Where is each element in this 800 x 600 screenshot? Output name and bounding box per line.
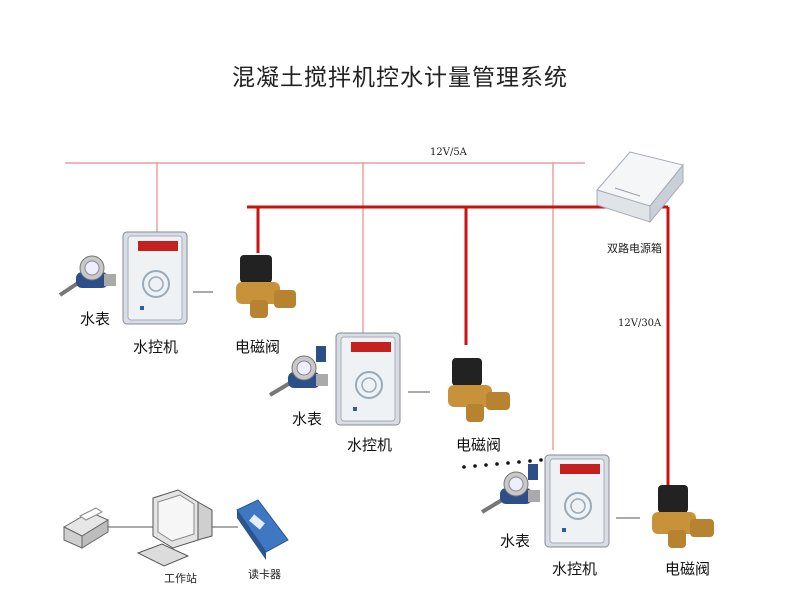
- water-meter-label-2: 水表: [292, 410, 323, 428]
- card-reader-label: 读卡器: [248, 568, 281, 581]
- controller-2: [335, 332, 401, 426]
- water-meter-label-1: 水表: [80, 310, 111, 328]
- workstation-label: 工作站: [164, 572, 197, 585]
- workstation: [62, 489, 213, 567]
- controller-label-3: 水控机: [552, 560, 598, 578]
- vertical-bus-voltage-label: 12V/30A: [618, 318, 662, 329]
- continuation-dots: [462, 458, 543, 469]
- water-meter-label-3: 水表: [500, 532, 531, 550]
- controller-label-1: 水控机: [133, 338, 179, 356]
- valve-label-1: 电磁阀: [235, 338, 281, 356]
- valve-label-3: 电磁阀: [665, 560, 711, 578]
- page-title: 混凝土搅拌机控水计量管理系统: [232, 65, 568, 91]
- water-meter-1: [58, 255, 116, 297]
- controller-label-2: 水控机: [347, 436, 393, 454]
- signal-connectors: [90, 291, 640, 528]
- solenoid-valve-2: [448, 358, 510, 422]
- water-meter-3: [480, 464, 540, 514]
- power-supply-box: [596, 151, 684, 224]
- solenoid-valve-1: [236, 255, 296, 318]
- card-reader: [236, 499, 289, 560]
- water-meter-2: [268, 346, 328, 397]
- controller-1: [122, 231, 188, 325]
- top-bus-voltage-label: 12V/5A: [430, 147, 467, 158]
- power-box-label: 双路电源箱: [607, 242, 662, 255]
- valve-label-2: 电磁阀: [456, 436, 502, 454]
- top-power-bus: [65, 162, 585, 450]
- solenoid-valve-3: [652, 485, 714, 548]
- controller-3: [544, 454, 610, 548]
